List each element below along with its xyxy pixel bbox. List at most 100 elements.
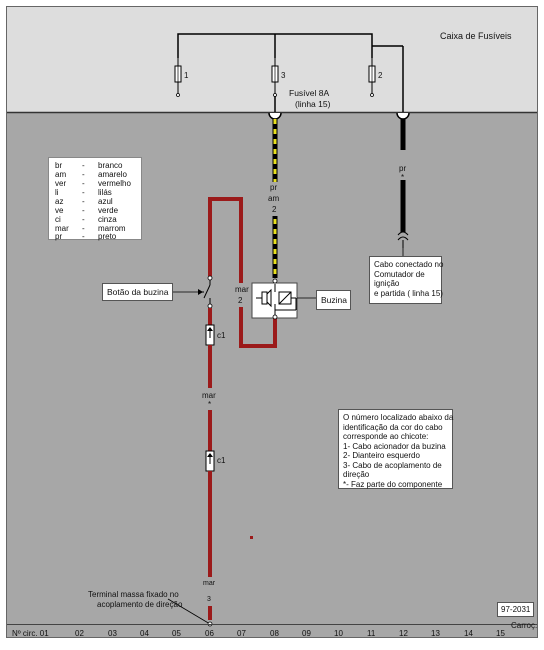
wire-harness-number: 2 xyxy=(238,296,243,305)
diagram-id-box: 97-2031 xyxy=(497,602,534,617)
legend-code: az xyxy=(55,197,64,206)
circuit-number: 12 xyxy=(399,629,408,638)
wire-harness-number: 3 xyxy=(207,596,211,603)
legend-dash: - xyxy=(82,179,85,188)
cable-note-box: Cabo conectado no Comutador de ignição e… xyxy=(369,256,444,304)
harness-note-line: 1- Cabo acionador da buzina xyxy=(343,441,446,451)
stray-mark xyxy=(250,536,253,539)
connector-c1-lower xyxy=(205,450,215,472)
wire-color-label: am xyxy=(268,194,280,203)
horn-button-label-box: Botão da buzina xyxy=(102,283,173,301)
wire-mar-loop-label-bg xyxy=(234,283,249,307)
legend-dash: - xyxy=(82,224,85,233)
harness-note-line: *- Faz parte do componente xyxy=(343,479,443,489)
legend-color: marrom xyxy=(98,224,126,233)
circuit-prefix: Nº circ. 01 xyxy=(12,629,49,638)
horn-button-switch xyxy=(198,275,213,309)
circuit-number: 04 xyxy=(140,629,149,638)
circuit-number: 13 xyxy=(431,629,440,638)
legend-color: lilás xyxy=(98,188,112,197)
legend-code: br xyxy=(55,161,63,170)
wire-color-label: pr xyxy=(270,183,278,192)
harness-note-line: corresponde ao chicote: xyxy=(343,432,429,441)
harness-note-line: 2- Dianteiro esquerdo xyxy=(343,451,420,460)
connector-label: c1 xyxy=(217,331,226,340)
legend-code: mar xyxy=(55,224,69,233)
wire-color-label: mar xyxy=(202,391,216,400)
legend-color: azul xyxy=(98,197,113,206)
harness-note-line: direção xyxy=(343,470,370,479)
legend-dash: - xyxy=(82,161,85,170)
terminal-right xyxy=(396,112,410,120)
wire-color-label: pr xyxy=(399,164,407,173)
connector-c1-upper xyxy=(205,324,215,346)
circuit-number: 10 xyxy=(334,629,343,638)
wire-component-mark: * xyxy=(401,173,405,182)
fuse-2-number: 2 xyxy=(378,71,383,80)
circuit-number: 02 xyxy=(75,629,84,638)
cable-note-line: ignição xyxy=(374,279,400,288)
circuit-number: 06 xyxy=(205,629,214,638)
legend-code: ver xyxy=(55,179,67,188)
ground-terminal-label: Terminal massa fixado no xyxy=(88,590,179,599)
legend-color: vermelho xyxy=(98,179,131,188)
horn-label-box: Buzina xyxy=(316,290,351,310)
legend-code: li xyxy=(55,188,59,197)
fuse-1-symbol xyxy=(174,58,182,97)
ground-leader xyxy=(167,598,211,625)
circuit-number: 09 xyxy=(302,629,311,638)
diagram-id: 97-2031 xyxy=(501,605,531,614)
legend-dash: - xyxy=(82,170,85,179)
wire-break xyxy=(397,231,409,241)
fuse-line-label: (linha 15) xyxy=(295,99,331,109)
wire-harness-number: 2 xyxy=(272,205,277,214)
wire-pr-am-label-bg xyxy=(266,182,285,216)
legend-dash: - xyxy=(82,215,85,224)
legend-color: preto xyxy=(98,232,117,241)
harness-note-line: identificação da cor do cabo xyxy=(343,422,443,432)
fuse-2-symbol xyxy=(368,58,376,97)
horn-component xyxy=(251,278,298,320)
legend-color: cinza xyxy=(98,215,117,224)
circuit-number: 05 xyxy=(172,629,181,638)
color-legend: br-branco am-amarelo ver-vermelho li-lil… xyxy=(48,157,142,241)
horn-button-label: Botão da buzina xyxy=(107,287,169,297)
circuit-number: 14 xyxy=(464,629,473,638)
wire-color-label: mar xyxy=(203,580,216,587)
harness-note-line: 3- Cabo de acoplamento de xyxy=(343,460,442,470)
legend-code: pr xyxy=(55,232,63,241)
circuit-number: 11 xyxy=(367,629,376,638)
ground-terminal-label: acoplamento de direção xyxy=(97,600,183,609)
legend-color: branco xyxy=(98,161,123,170)
fuse-box-title: Caixa de Fusíveis xyxy=(440,31,512,41)
legend-dash: - xyxy=(82,197,85,206)
circuit-ground-label: Carroç. xyxy=(511,621,538,630)
legend-color: verde xyxy=(98,206,119,215)
cable-note-line: e partida ( linha 15) xyxy=(374,288,443,298)
circuit-number: 03 xyxy=(108,629,117,638)
fuse-3-number: 3 xyxy=(281,71,286,80)
harness-note-line: O número localizado abaixo da xyxy=(343,413,454,422)
terminal-left xyxy=(268,112,282,120)
legend-dash: - xyxy=(82,206,85,215)
wire-color-label: mar xyxy=(235,285,249,294)
fuse-rating-label: Fusível 8A xyxy=(289,88,330,98)
horn-label: Buzina xyxy=(321,295,347,305)
cable-note-line: Comutador de xyxy=(374,269,425,279)
legend-dash: - xyxy=(82,188,85,197)
circuit-number: 15 xyxy=(496,629,505,638)
wire-component-mark: * xyxy=(208,400,212,409)
legend-code: ci xyxy=(55,215,61,224)
wire-mar-loop xyxy=(208,197,277,348)
cable-note-line: Cabo conectado no xyxy=(374,260,444,269)
legend-code: am xyxy=(55,170,67,179)
legend-dash: - xyxy=(82,232,85,241)
harness-note-box: O número localizado abaixo da identifica… xyxy=(338,409,453,489)
fuse-box-area xyxy=(7,7,537,112)
fuse-1-number: 1 xyxy=(184,71,189,80)
legend-code: ve xyxy=(55,206,64,215)
circuit-number: 08 xyxy=(270,629,279,638)
circuit-number: 07 xyxy=(237,629,246,638)
connector-label: c1 xyxy=(217,456,226,465)
